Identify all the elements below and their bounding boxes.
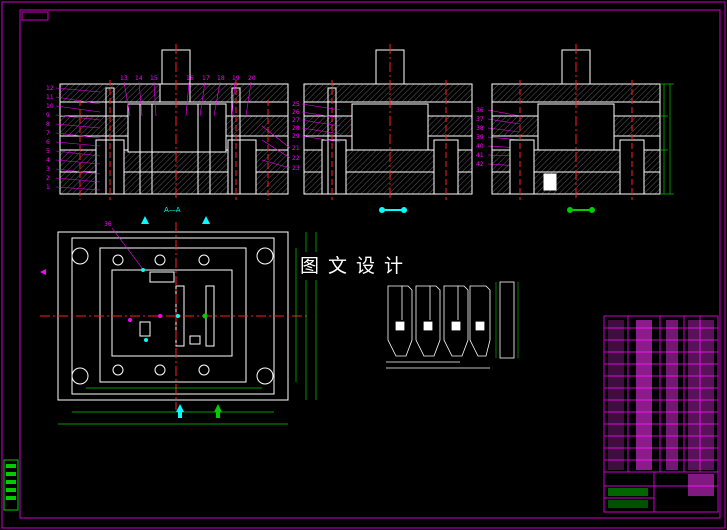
front-section-view [59, 44, 289, 200]
callout-label: 39 [476, 134, 484, 141]
callout-label: 25 [292, 101, 300, 108]
end-section-view [491, 44, 661, 200]
callout-label: 2 [46, 175, 50, 182]
callout-label: 4 [46, 157, 50, 164]
callout-label: 10 [46, 103, 54, 110]
parts-list-table [603, 315, 719, 473]
callout-label: 6 [46, 139, 50, 146]
side-right-callouts: 36 37 38 39 40 41 42 [476, 107, 484, 168]
part-detail [386, 281, 515, 369]
callout-label: 5 [46, 148, 50, 155]
inner-frame [19, 9, 721, 519]
callout-label: 20 [248, 75, 256, 82]
plan-callout-leader [111, 227, 143, 269]
callout-label: 22 [292, 155, 300, 162]
plan-view [40, 222, 310, 410]
callout-label: 28 [292, 125, 300, 132]
callout-label: 7 [46, 130, 50, 137]
front-right-callouts: 21 22 23 [292, 145, 300, 172]
watermark-text: 图文设计 [300, 252, 440, 280]
plan-dimensions [58, 232, 317, 425]
callout-label: 23 [292, 165, 300, 172]
plan-markers [40, 269, 222, 418]
callout-label: 1 [46, 184, 50, 191]
front-left-leaders [55, 87, 101, 191]
title-block [603, 471, 719, 513]
callout-label: 18 [217, 75, 225, 82]
front-left-callouts: 12 11 10 9 8 7 6 5 4 3 2 1 [46, 85, 54, 191]
plan-callout-label: 36 [104, 221, 112, 228]
callout-label: 9 [46, 112, 50, 119]
callout-label: 27 [292, 117, 300, 124]
side-section-view [303, 44, 473, 200]
side-left-leaders [301, 103, 341, 143]
callout-label: 37 [476, 116, 484, 123]
left-margin-table [3, 459, 19, 511]
section-label: A—A [164, 206, 181, 214]
side-left-callouts: 25 26 27 28 29 [292, 101, 300, 140]
section-arrow-icon [141, 216, 210, 224]
view-marker-icon: A—A [164, 206, 595, 214]
callout-label: 29 [292, 133, 300, 140]
callout-label: 21 [292, 145, 300, 152]
front-top-leaders [123, 81, 252, 117]
callout-label: 19 [232, 75, 240, 82]
callout-label: 41 [476, 152, 484, 159]
corner-tag [21, 11, 49, 21]
part-detail-dimensions [495, 282, 519, 358]
callout-label: 8 [46, 121, 50, 128]
callout-label: 17 [202, 75, 210, 82]
callout-label: 13 [120, 75, 128, 82]
front-top-callouts: 13 14 15 16 17 18 19 20 [120, 75, 256, 82]
callout-label: 12 [46, 85, 54, 92]
callout-label: 40 [476, 143, 484, 150]
callout-label: 38 [476, 125, 484, 132]
callout-label: 16 [186, 75, 194, 82]
callout-label: 15 [150, 75, 158, 82]
callout-label: 42 [476, 161, 484, 168]
callout-label: 26 [292, 109, 300, 116]
callout-label: 3 [46, 166, 50, 173]
callout-label: 14 [135, 75, 143, 82]
callout-label: 11 [46, 94, 54, 101]
right-vertical-dimensions [660, 83, 674, 195]
front-right-leaders [261, 125, 291, 169]
callout-label: 36 [476, 107, 484, 114]
